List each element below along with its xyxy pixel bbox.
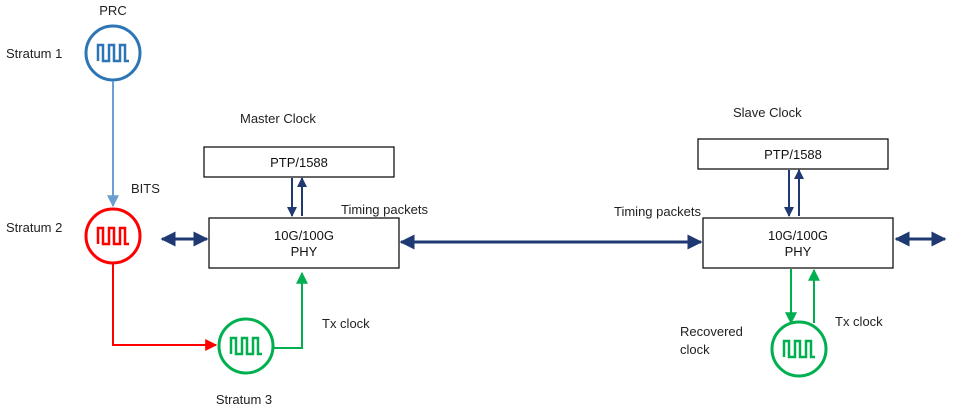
slave-ptp-box: PTP/1588 — [697, 138, 889, 170]
prc-label: PRC — [99, 3, 126, 18]
slave-ptp-label: PTP/1588 — [764, 147, 822, 162]
stratum1-label: Stratum 1 — [6, 46, 62, 61]
master-phy-label-line1: 10G/100G — [274, 228, 334, 243]
stratum2-label: Stratum 2 — [6, 220, 62, 235]
stratum3-label: Stratum 3 — [216, 392, 272, 407]
recovered-clock-icon — [770, 320, 828, 378]
master-ptp-label: PTP/1588 — [270, 155, 328, 170]
tx-clock-label-left: Tx clock — [322, 316, 370, 331]
master-ptp-box: PTP/1588 — [203, 146, 395, 178]
timing-packets-label-left: Timing packets — [341, 202, 428, 217]
slave-phy-label-line2: PHY — [785, 244, 812, 259]
master-phy-box: 10G/100G PHY — [208, 217, 400, 269]
slave-phy-box: 10G/100G PHY — [702, 217, 894, 269]
bits-to-stratum3-arrow — [112, 263, 218, 351]
recovered-clock-label-line2: clock — [680, 342, 710, 357]
stratum3-clock-icon — [217, 317, 275, 375]
slave-phy-label-line1: 10G/100G — [768, 228, 828, 243]
bits-label: BITS — [131, 181, 160, 196]
stratum2-clock-icon — [84, 207, 142, 265]
stratum3-tx-clock-arrow — [273, 271, 308, 349]
master-phy-label-line2: PHY — [291, 244, 318, 259]
recovered-clock-label-line1: Recovered — [680, 324, 743, 339]
timing-packets-label-right: Timing packets — [614, 204, 701, 219]
master-clock-label: Master Clock — [240, 111, 316, 126]
slave-clock-label: Slave Clock — [733, 105, 802, 120]
stratum1-clock-icon — [84, 24, 142, 82]
tx-clock-label-right: Tx clock — [835, 314, 883, 329]
